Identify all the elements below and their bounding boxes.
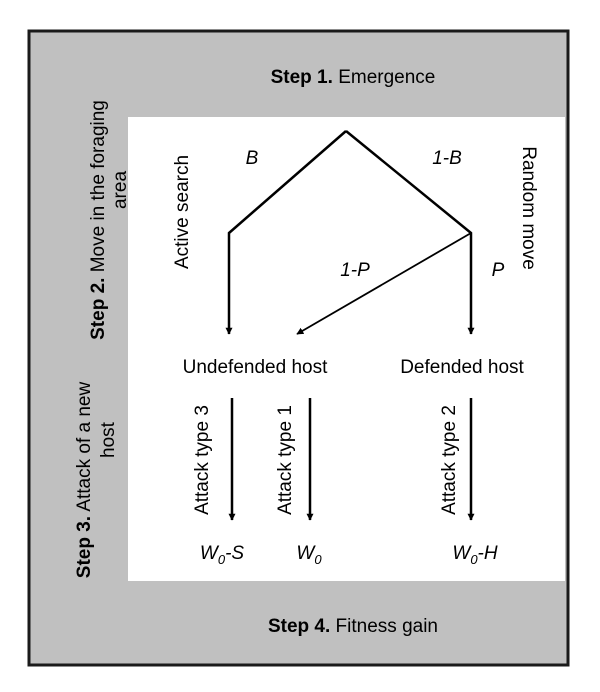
- outcome-w0: W0: [296, 543, 322, 567]
- step1-title: Step 1. Emergence: [271, 67, 436, 88]
- branch-random-to-undefended: [296, 232, 472, 335]
- prob-1-minus-p-label: 1-P: [340, 260, 370, 281]
- attack-type1-label: Attack type 1: [275, 405, 296, 515]
- step4-title: Step 4. Fitness gain: [268, 616, 438, 637]
- step2-title: Step 2. Move in the foraging: [88, 100, 109, 340]
- outcome-w0-h: W0-H: [452, 543, 497, 567]
- random-move-label: Random move: [518, 146, 539, 270]
- undefended-host-label: Undefended host: [183, 357, 328, 378]
- prob-p-label: P: [492, 260, 505, 281]
- prob-b-label: B: [246, 148, 259, 169]
- attack-type2-label: Attack type 2: [439, 405, 460, 515]
- defended-host-label: Defended host: [400, 357, 524, 378]
- step2-title-line2: area: [110, 171, 131, 209]
- branch-active-search: [225, 130, 347, 335]
- inner-panel: [128, 117, 565, 581]
- active-search-label: Active search: [172, 155, 193, 269]
- prob-1-minus-b-label: 1-B: [432, 148, 462, 169]
- attack-type3-label: Attack type 3: [192, 405, 213, 515]
- outcome-w0-s: W0-S: [200, 543, 244, 567]
- step3-title: Step 3. Attack of a new: [74, 382, 95, 579]
- step3-title-line2: host: [98, 421, 119, 458]
